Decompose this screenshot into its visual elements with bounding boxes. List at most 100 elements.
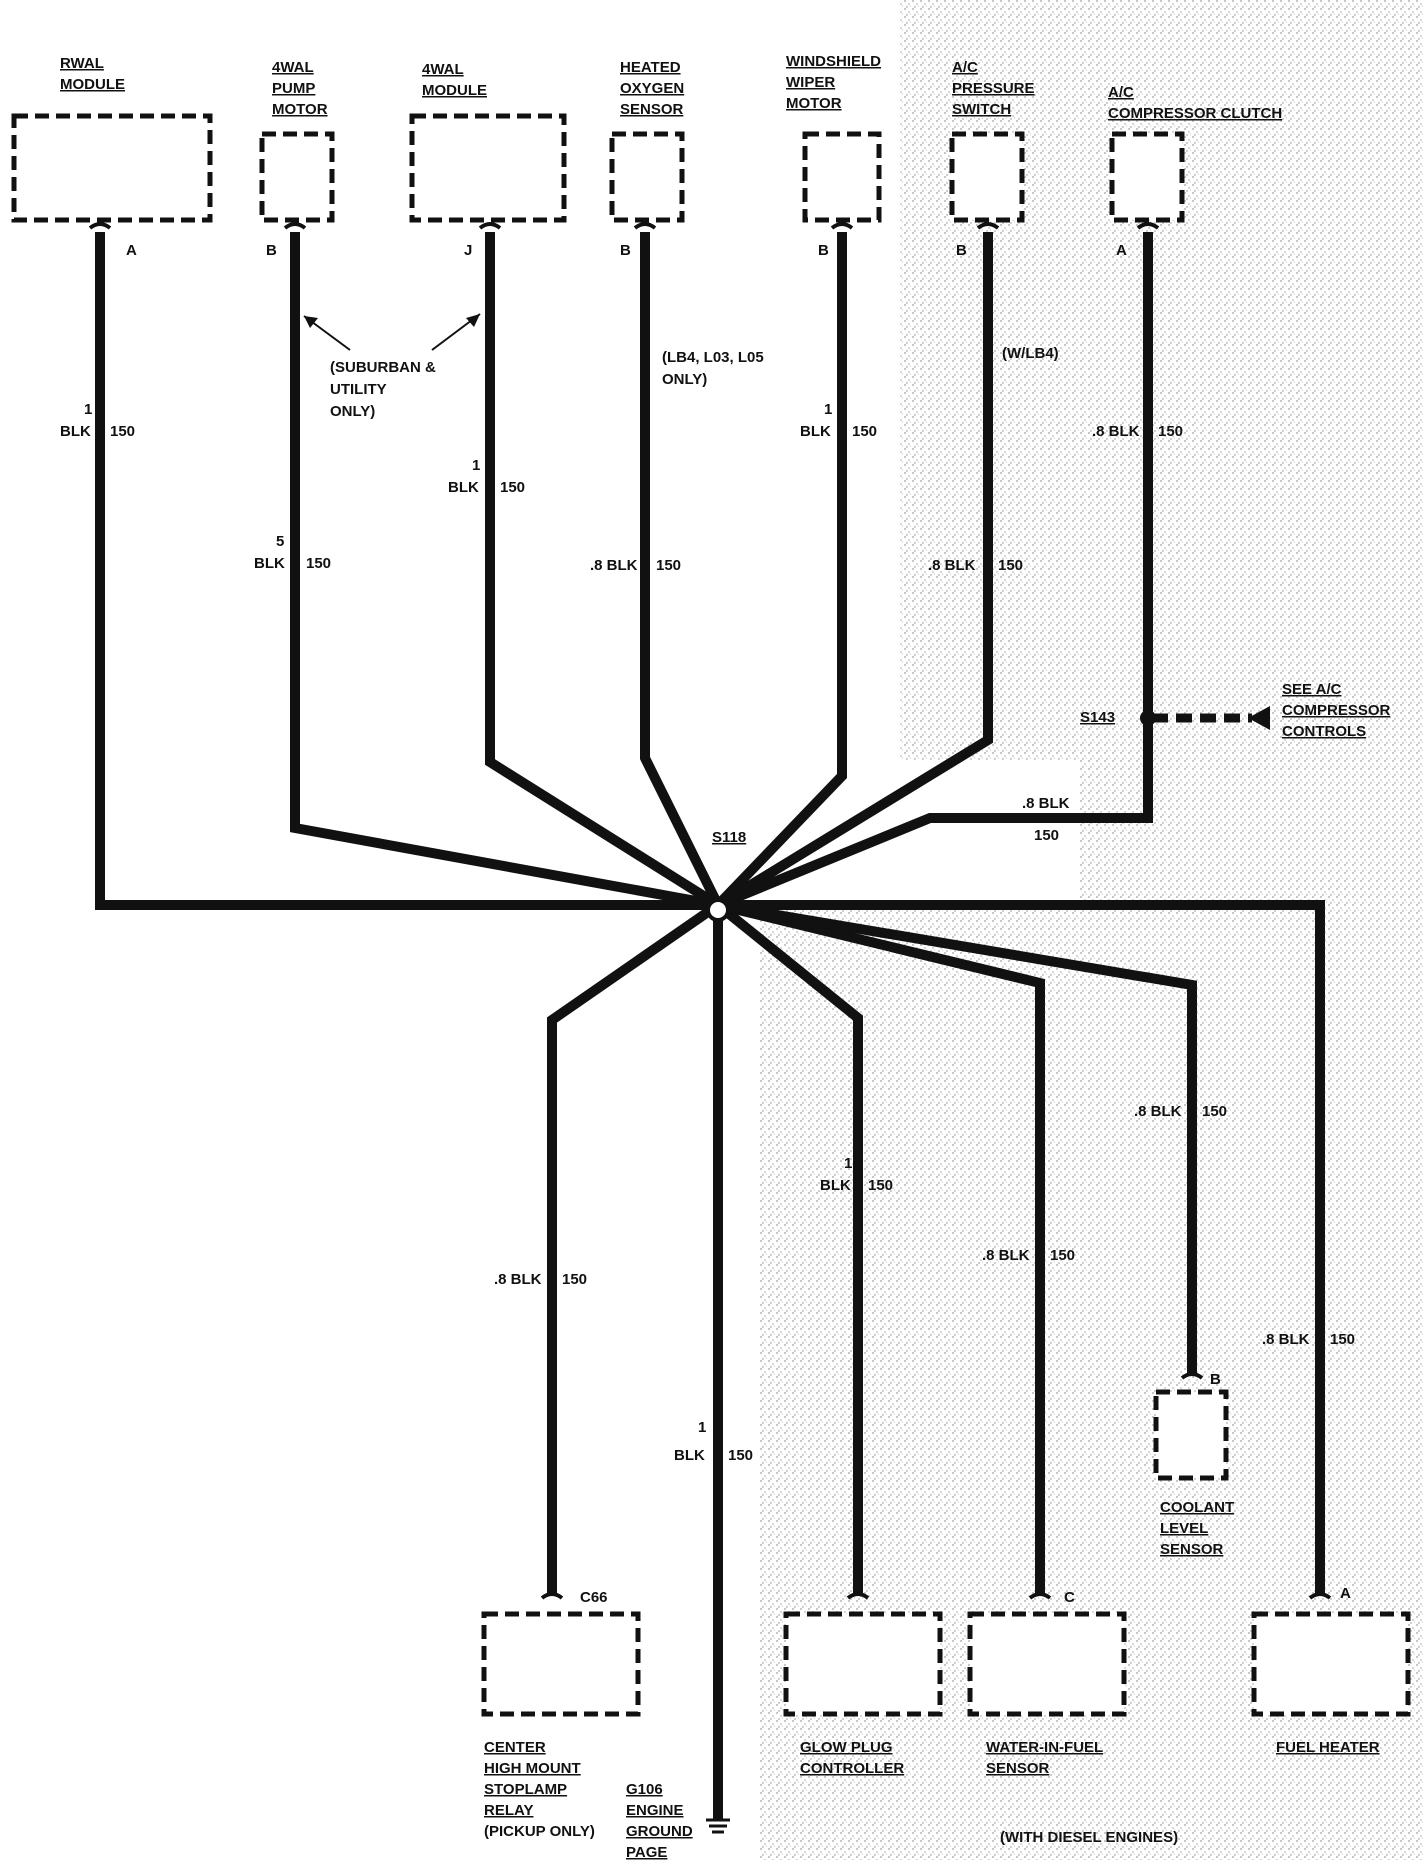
fuel-pin: A bbox=[1340, 1585, 1351, 1602]
acc-wire-circuit: 150 bbox=[1158, 423, 1183, 440]
acp-wire-circuit: 150 bbox=[998, 557, 1023, 574]
wif-name-1: WATER-IN-FUEL bbox=[986, 1739, 1103, 1756]
wif-wire-circuit: 150 bbox=[1050, 1247, 1075, 1264]
acp-wire-color: .8 BLK bbox=[928, 557, 976, 574]
fuel-heater-box bbox=[1251, 1611, 1411, 1717]
o2-name-3: SENSOR bbox=[620, 101, 684, 118]
suburban-note-arrows bbox=[303, 313, 481, 351]
coolant-level-sensor-box bbox=[1153, 1389, 1229, 1481]
wiper-wire-color: BLK bbox=[800, 423, 831, 440]
coolant-name-3: SENSOR bbox=[1160, 1541, 1224, 1558]
wires bbox=[95, 232, 1325, 1820]
wire-wif bbox=[716, 900, 1045, 1595]
diesel-note: (WITH DIESEL ENGINES) bbox=[1000, 1829, 1178, 1846]
coolant-pin: B bbox=[1210, 1371, 1221, 1388]
chmsl-name-2: HIGH MOUNT bbox=[484, 1760, 581, 1777]
wire-4wal bbox=[485, 232, 721, 910]
wire-coolant bbox=[717, 900, 1197, 1375]
4wal-name-2: MODULE bbox=[422, 82, 487, 99]
chmsl-pin: C66 bbox=[580, 1589, 608, 1606]
ac-compressor-clutch-box bbox=[1109, 131, 1185, 223]
water-in-fuel-sensor-box bbox=[967, 1611, 1127, 1717]
wiper-name-1: WINDSHIELD bbox=[786, 53, 881, 70]
glow-name-1: GLOW PLUG bbox=[800, 1739, 893, 1756]
o2-pin: B bbox=[620, 242, 631, 259]
rwal-wire-color: BLK bbox=[60, 423, 91, 440]
ground-wire-circuit: 150 bbox=[728, 1447, 753, 1464]
chmsl-name-1: CENTER bbox=[484, 1739, 546, 1756]
splice-s118 bbox=[706, 898, 730, 922]
s143-wire-color: .8 BLK bbox=[1022, 795, 1070, 812]
4wal-wire-size: 1 bbox=[472, 457, 480, 474]
lb4-note-2: ONLY) bbox=[662, 371, 707, 388]
windshield-wiper-motor-box bbox=[802, 131, 882, 223]
rwal-wire-circuit: 150 bbox=[110, 423, 135, 440]
fuel-wire-color: .8 BLK bbox=[1262, 1331, 1310, 1348]
o2-wire-color: .8 BLK bbox=[590, 557, 638, 574]
rwal-name-1: RWAL bbox=[60, 55, 104, 72]
rwal-wire-size: 1 bbox=[84, 401, 92, 418]
wire-fuel bbox=[718, 900, 1325, 1595]
notes: (SUBURBAN & UTILITY ONLY) (LB4, L03, L05… bbox=[330, 345, 1391, 1846]
wire-pump bbox=[290, 232, 719, 910]
suburban-note-3: ONLY) bbox=[330, 403, 375, 420]
coolant-wire-circuit: 150 bbox=[1202, 1103, 1227, 1120]
see-ac-3: CONTROLS bbox=[1282, 723, 1366, 740]
fuel-wire-circuit: 150 bbox=[1330, 1331, 1355, 1348]
glow-wire-circuit: 150 bbox=[868, 1177, 893, 1194]
wiper-wire-circuit: 150 bbox=[852, 423, 877, 440]
acp-pin: B bbox=[956, 242, 967, 259]
acp-name-3: SWITCH bbox=[952, 101, 1011, 118]
component-boxes bbox=[11, 113, 1411, 1717]
lb4-note-1: (LB4, L03, L05 bbox=[662, 349, 764, 366]
ground-line-4: PAGE bbox=[626, 1844, 667, 1861]
pump-pin: B bbox=[266, 242, 277, 259]
o2-name-2: OXYGEN bbox=[620, 80, 684, 97]
ground-line-3: GROUND bbox=[626, 1823, 693, 1840]
wire-o2 bbox=[640, 232, 723, 908]
rwal-pin: A bbox=[126, 242, 137, 259]
wire-acc bbox=[716, 232, 1153, 910]
coolant-name-2: LEVEL bbox=[1160, 1520, 1208, 1537]
acc-name-2: COMPRESSOR CLUTCH bbox=[1108, 105, 1282, 122]
chmsl-name-3: STOPLAMP bbox=[484, 1781, 567, 1798]
wiper-wire-size: 1 bbox=[824, 401, 832, 418]
wiper-pin: B bbox=[818, 242, 829, 259]
pump-name-3: MOTOR bbox=[272, 101, 328, 118]
wif-wire-color: .8 BLK bbox=[982, 1247, 1030, 1264]
s143-wire-circuit: 150 bbox=[1034, 827, 1059, 844]
pump-name-1: 4WAL bbox=[272, 59, 314, 76]
acc-wire-color: .8 BLK bbox=[1092, 423, 1140, 440]
4wal-pin: J bbox=[464, 242, 472, 259]
chmsl-name-4: RELAY bbox=[484, 1802, 533, 1819]
wire-acp bbox=[715, 232, 993, 910]
ground-symbol-icon bbox=[706, 1818, 730, 1834]
see-ac-1: SEE A/C bbox=[1282, 681, 1342, 698]
heated-oxygen-sensor-box bbox=[609, 131, 685, 223]
coolant-wire-color: .8 BLK bbox=[1134, 1103, 1182, 1120]
ground-line-2: ENGINE bbox=[626, 1802, 684, 1819]
ground-wire-size: 1 bbox=[698, 1419, 706, 1436]
rwal-module-box bbox=[11, 113, 213, 223]
chmsl-note: (PICKUP ONLY) bbox=[484, 1823, 595, 1840]
splice-s118-label: S118 bbox=[712, 829, 746, 846]
component-names: RWAL MODULE 4WAL PUMP MOTOR 4WAL MODULE … bbox=[60, 53, 1380, 1861]
pump-wire-color: BLK bbox=[254, 555, 285, 572]
glow-wire-size: 1 bbox=[844, 1155, 852, 1172]
chmsl-wire-circuit: 150 bbox=[562, 1271, 587, 1288]
4wal-wire-color: BLK bbox=[448, 479, 479, 496]
glow-name-2: CONTROLLER bbox=[800, 1760, 904, 1777]
acp-name-2: PRESSURE bbox=[952, 80, 1035, 97]
acc-name-1: A/C bbox=[1108, 84, 1134, 101]
pump-wire-size: 5 bbox=[276, 533, 284, 550]
pump-wire-circuit: 150 bbox=[306, 555, 331, 572]
4wal-wire-circuit: 150 bbox=[500, 479, 525, 496]
wif-pin: C bbox=[1064, 1589, 1075, 1606]
wlb4-note: (W/LB4) bbox=[1002, 345, 1059, 362]
suburban-note-1: (SUBURBAN & bbox=[330, 359, 436, 376]
chmsl-relay-box bbox=[481, 1611, 641, 1717]
ac-pressure-switch-box bbox=[949, 131, 1025, 223]
chmsl-wire-color: .8 BLK bbox=[494, 1271, 542, 1288]
4wal-pump-motor-box bbox=[259, 131, 335, 223]
